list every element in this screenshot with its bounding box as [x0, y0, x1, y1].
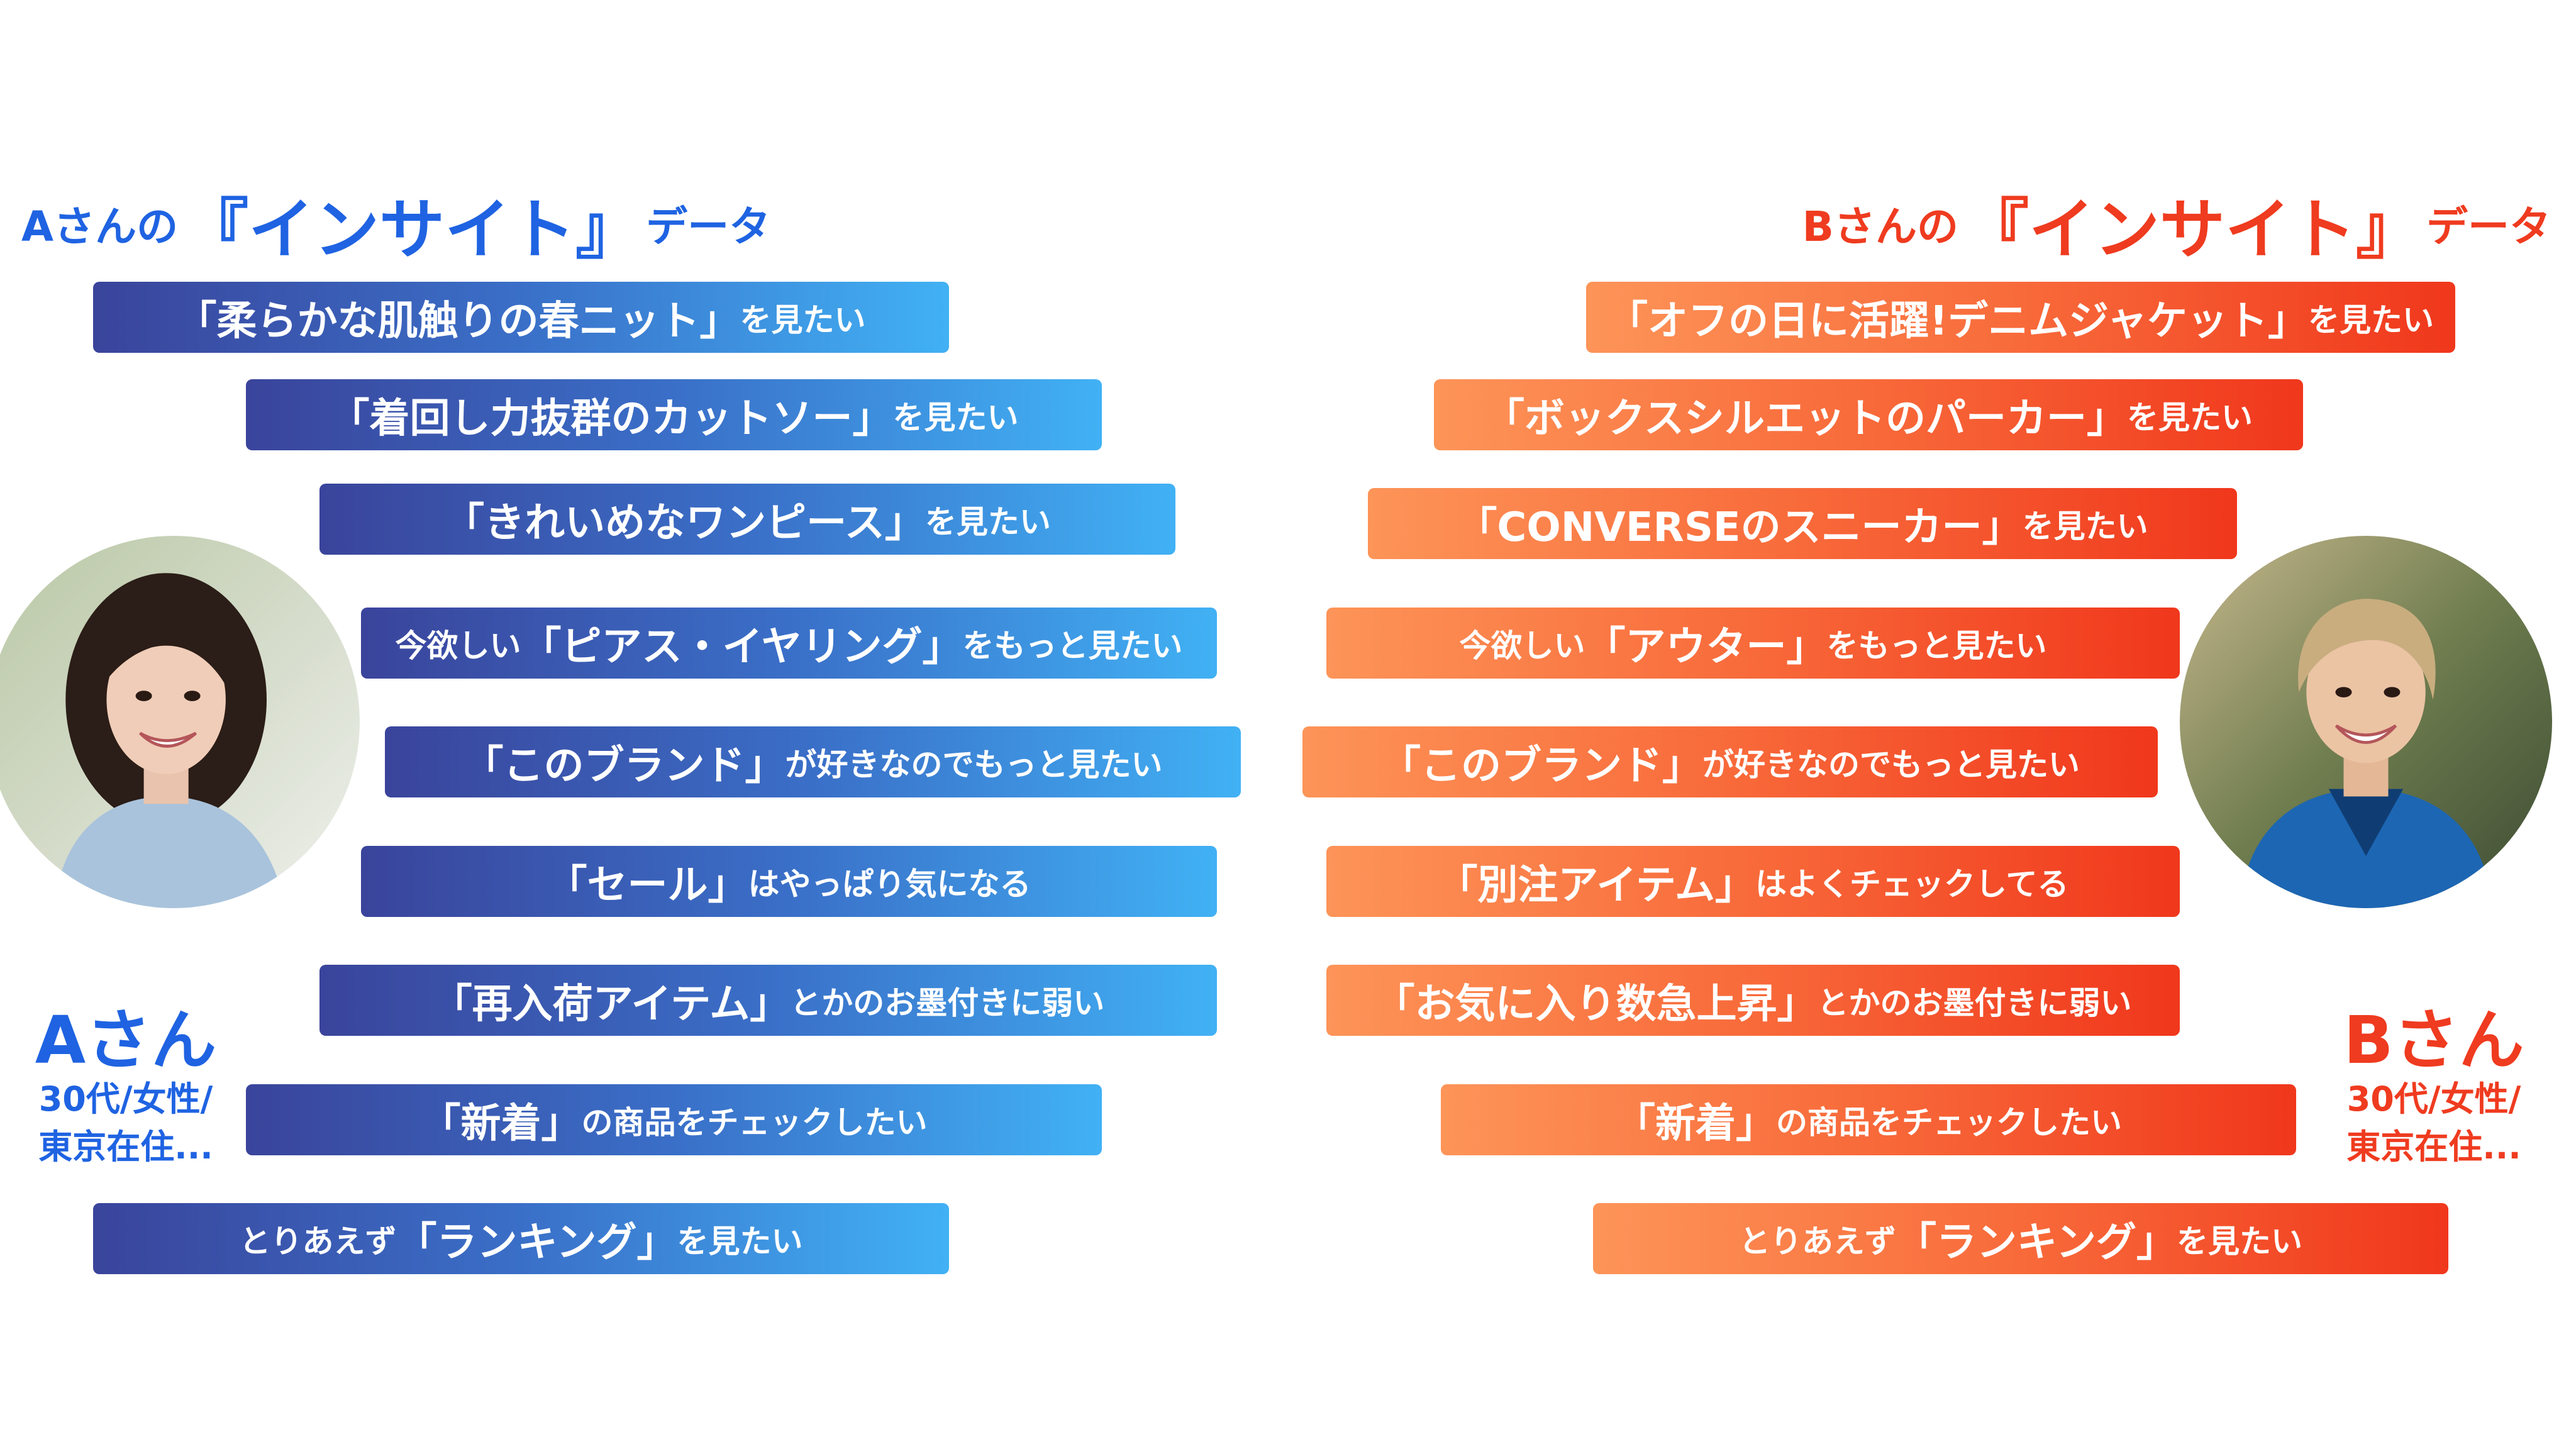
insight-bar-b-2: 「ボックスシルエットのパーカー」を見たい — [1434, 379, 2303, 450]
person-a-label: Aさん 30代/女性/ 東京在住... — [0, 1005, 264, 1171]
insight-keyword: 「CONVERSEのスニーカー」 — [1457, 504, 2023, 551]
short-hair-woman-portrait-icon — [2180, 536, 2552, 908]
insight-heading-a: Aさんの 『インサイト』 データ — [21, 179, 771, 268]
insight-bar-a-2: 「着回し力抜群のカットソー」を見たい — [246, 379, 1102, 450]
insight-keyword: 「このブランド」 — [463, 742, 786, 789]
person-b-detail-2: 東京在住... — [2346, 1127, 2521, 1167]
insight-bar-a-7: 「再入荷アイテム」とかのお墨付きに弱い — [319, 965, 1217, 1036]
insight-keyword: 「柔らかな肌触りの春ニット」 — [176, 297, 740, 345]
insight-keyword: 「新着」 — [420, 1100, 582, 1147]
heading-b-keyword: 『インサイト』 — [1963, 191, 2421, 268]
insight-keyword: 「着回し力抜群のカットソー」 — [329, 395, 893, 442]
insight-bar-b-6: 「別注アイテム」はよくチェックしてる — [1326, 846, 2180, 917]
insight-keyword: 「きれいめなワンピース」 — [444, 499, 925, 547]
person-a-detail-1: 30代/女性/ — [38, 1079, 213, 1119]
insight-bar-a-4: 今欲しい「ピアス・イヤリング」をもっと見たい — [361, 608, 1217, 679]
insight-keyword: 「ランキング」 — [396, 1219, 677, 1266]
insight-bar-b-4: 今欲しい「アウター」をもっと見たい — [1326, 608, 2180, 679]
avatar-a-photo — [0, 536, 360, 908]
insight-bar-a-1: 「柔らかな肌触りの春ニット」を見たい — [93, 282, 949, 353]
insight-bar-a-5: 「このブランド」が好きなのでもっと見たい — [385, 726, 1241, 797]
insight-keyword: 「オフの日に活躍!デニムジャケット」 — [1607, 297, 2308, 345]
insight-keyword: 「ランキング」 — [1896, 1219, 2177, 1266]
insight-bar-a-9: とりあえず「ランキング」を見たい — [93, 1203, 949, 1274]
insight-keyword: 「アウター」 — [1585, 623, 1827, 670]
heading-b-prefix: Bさんの — [1802, 203, 1958, 251]
insight-keyword: 「新着」 — [1615, 1100, 1776, 1147]
insight-keyword: 「セール」 — [547, 862, 748, 909]
person-a-detail-2: 東京在住... — [38, 1127, 213, 1167]
insight-bar-b-1: 「オフの日に活躍!デニムジャケット」を見たい — [1586, 282, 2455, 353]
insight-heading-b: Bさんの 『インサイト』 データ — [1802, 179, 2551, 268]
insight-bar-b-8: 「新着」の商品をチェックしたい — [1441, 1084, 2296, 1155]
person-b-name: Bさん — [2343, 1002, 2524, 1079]
insight-keyword: 「ボックスシルエットのパーカー」 — [1484, 395, 2128, 442]
person-a-name: Aさん — [35, 1002, 217, 1079]
person-b-detail-1: 30代/女性/ — [2346, 1079, 2521, 1119]
insight-keyword: 「ピアス・イヤリング」 — [521, 623, 963, 670]
insight-bar-a-3: 「きれいめなワンピース」を見たい — [319, 484, 1175, 555]
heading-a-suffix: データ — [646, 203, 771, 251]
insight-bar-b-9: とりあえず「ランキング」を見たい — [1593, 1203, 2448, 1274]
insight-keyword: 「このブランド」 — [1380, 742, 1702, 789]
insight-keyword: 「お気に入り数急上昇」 — [1374, 980, 1818, 1028]
heading-b-suffix: データ — [2426, 203, 2551, 251]
insight-bar-b-7: 「お気に入り数急上昇」とかのお墨付きに弱い — [1326, 965, 2180, 1036]
insight-bar-b-3: 「CONVERSEのスニーカー」を見たい — [1368, 488, 2237, 559]
heading-a-prefix: Aさんの — [21, 203, 179, 251]
woman-portrait-icon — [0, 536, 360, 908]
avatar-b-photo — [2180, 536, 2552, 908]
insight-bar-a-6: 「セール」はやっぱり気になる — [361, 846, 1217, 917]
insight-keyword: 「別注アイテム」 — [1437, 862, 1756, 909]
insight-bar-a-8: 「新着」の商品をチェックしたい — [246, 1084, 1102, 1155]
insight-keyword: 「再入荷アイテム」 — [431, 980, 791, 1028]
insight-bar-b-5: 「このブランド」が好きなのでもっと見たい — [1302, 726, 2158, 797]
person-b-label: Bさん 30代/女性/ 東京在住... — [2296, 1005, 2572, 1171]
heading-a-keyword: 『インサイト』 — [183, 191, 641, 268]
